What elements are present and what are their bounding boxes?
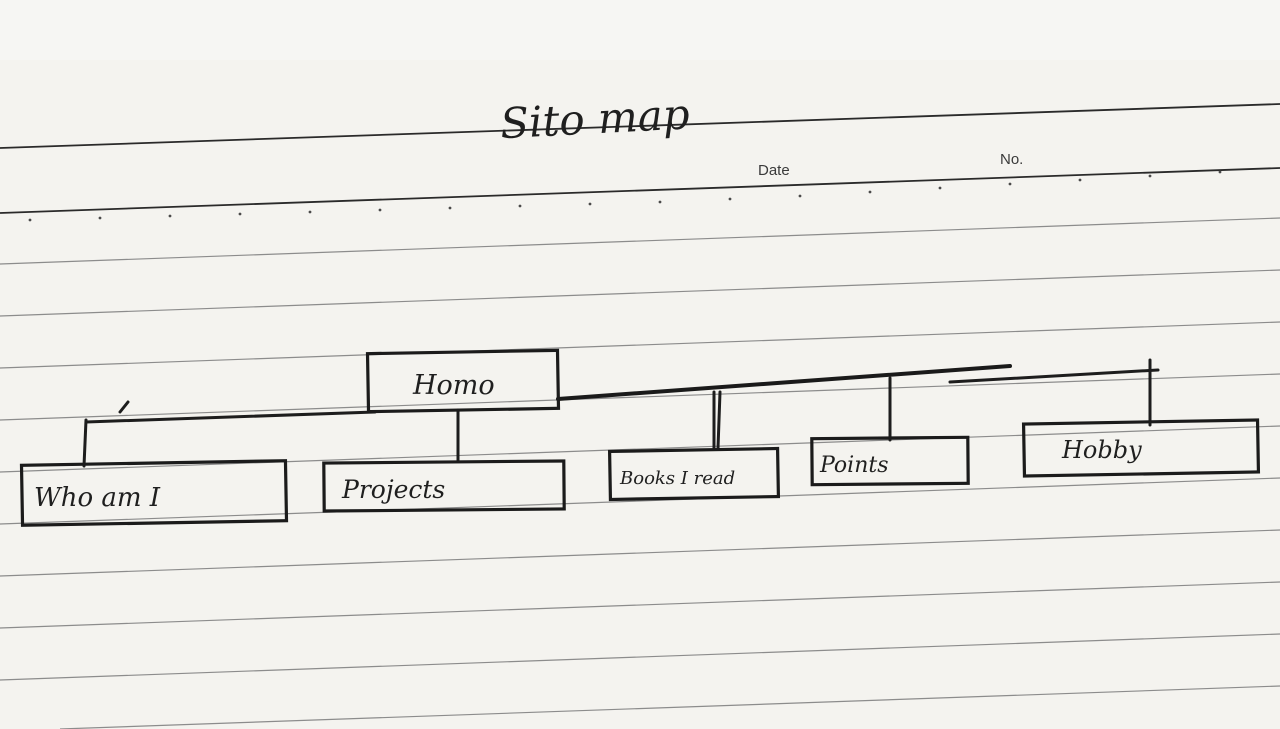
guide-dot	[518, 204, 522, 208]
header-rule-bottom	[0, 167, 1280, 214]
ruled-line	[0, 529, 1280, 577]
connector-line	[948, 368, 1160, 384]
guide-dot	[798, 194, 802, 198]
node-points: Points	[810, 435, 970, 487]
connector-line	[556, 364, 1012, 401]
node-home: Homo	[365, 348, 561, 414]
ruled-line	[0, 633, 1280, 681]
guide-dot	[658, 200, 662, 204]
dot-row	[28, 170, 1222, 222]
node-points-label: Points	[819, 453, 889, 478]
guide-dot	[308, 210, 312, 214]
node-books-label: Books I read	[619, 468, 735, 489]
node-hobby-box	[1021, 418, 1261, 478]
ruled-line	[0, 373, 1280, 421]
ruled-line	[0, 477, 1280, 525]
node-books-i-read: Books I read	[607, 446, 781, 502]
node-hobby-label: Hobby	[1061, 436, 1142, 464]
guide-dot	[1218, 170, 1222, 174]
ruled-line	[0, 217, 1280, 265]
connector-line	[716, 390, 722, 450]
connector-line	[82, 418, 88, 468]
connector-lines	[82, 358, 1160, 468]
ruled-line	[0, 581, 1280, 629]
guide-dot	[1008, 182, 1012, 186]
node-books-box	[607, 446, 781, 502]
node-hobby: Hobby	[1021, 418, 1261, 478]
node-who-am-i-box	[19, 459, 289, 527]
node-home-box	[365, 348, 561, 414]
guide-dot	[238, 212, 242, 216]
guide-dot	[28, 218, 32, 222]
guide-dot	[448, 206, 452, 210]
node-points-box	[810, 435, 970, 487]
connector-line	[118, 400, 130, 414]
guide-dot	[938, 186, 942, 190]
guide-dot	[1078, 178, 1082, 182]
ruled-line	[0, 425, 1280, 473]
node-who-am-i: Who am I	[19, 459, 289, 527]
guide-dot	[98, 216, 102, 220]
node-projects-box	[322, 459, 566, 513]
date-label: Date	[758, 162, 790, 179]
guide-dot	[868, 190, 872, 194]
node-who-am-i-label: Who am I	[34, 483, 161, 513]
ruled-line	[0, 269, 1280, 317]
ruled-line	[0, 321, 1280, 369]
ruled-lines	[0, 217, 1280, 729]
guide-dot	[168, 214, 172, 218]
node-projects-label: Projects	[341, 475, 445, 504]
ruled-line	[59, 685, 1280, 729]
guide-dot	[1148, 174, 1152, 178]
paper-top-band	[0, 0, 1280, 60]
guide-dot	[378, 208, 382, 212]
number-label: No.	[1000, 151, 1023, 168]
header-rule-top	[0, 103, 1280, 149]
guide-dot	[588, 202, 592, 206]
connector-line	[84, 410, 377, 424]
node-home-label: Homo	[412, 370, 495, 401]
guide-dot	[728, 197, 732, 201]
page-title: Sito map	[499, 89, 691, 148]
node-projects: Projects	[322, 459, 566, 513]
